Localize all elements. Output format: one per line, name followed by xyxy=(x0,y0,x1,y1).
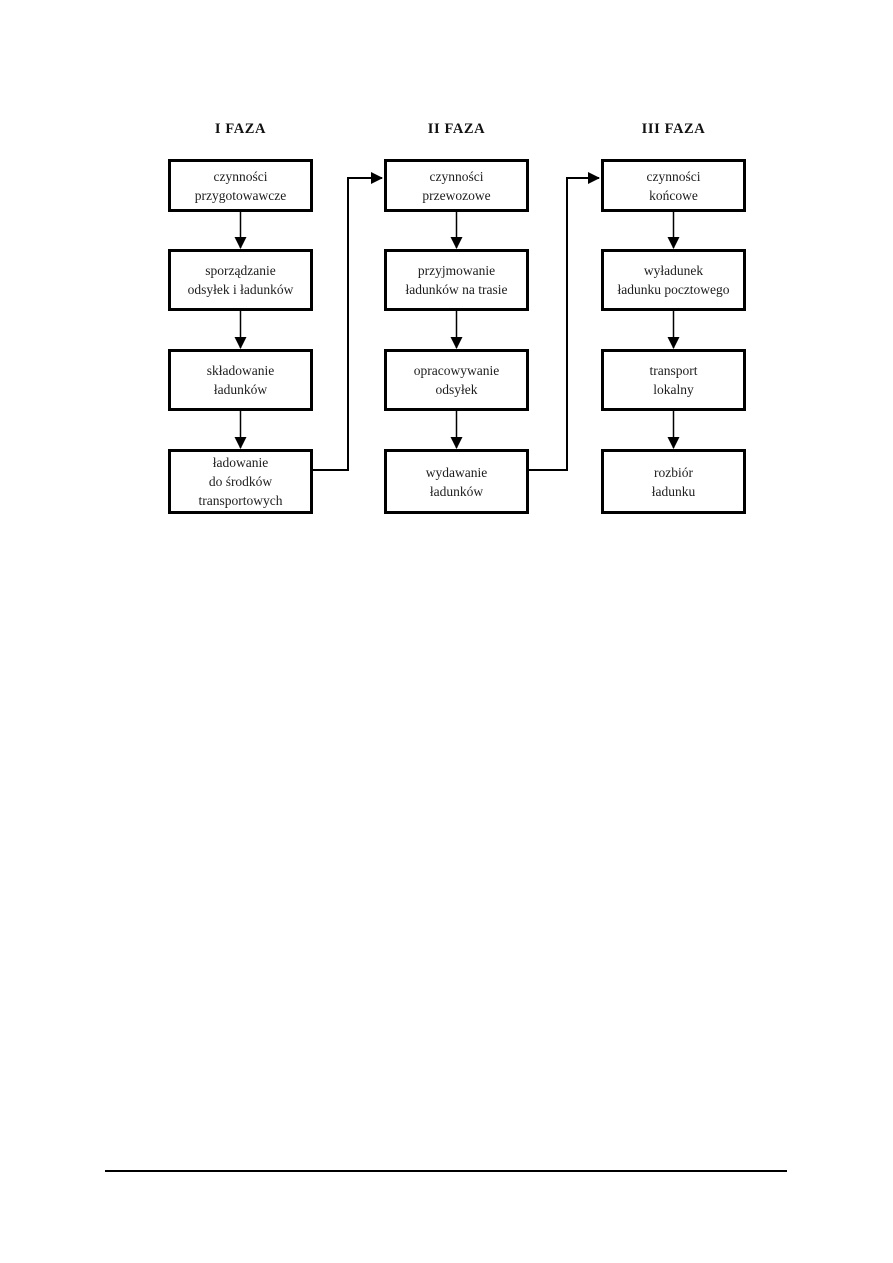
flow-box: przyjmowanie ładunków na trasie xyxy=(384,249,529,311)
flow-box-label-line: lokalny xyxy=(653,382,694,397)
phase-title: I FAZA xyxy=(214,121,267,137)
flow-box: czynności przygotowawcze xyxy=(168,159,313,212)
flow-box-label-line: ładunków xyxy=(213,382,268,397)
flow-box-label-line: przyjmowanie xyxy=(417,263,496,278)
flow-box: czynności końcowe xyxy=(601,159,746,212)
phase-connector-arrow xyxy=(529,172,600,471)
flow-box: sporządzanie odsyłek i ładunków xyxy=(168,249,313,311)
flow-box-label-line: przygotowawcze xyxy=(194,187,287,203)
flow-box-label-line: składowanie xyxy=(206,363,275,378)
phase-title: III FAZA xyxy=(641,121,706,137)
footer-rule xyxy=(105,1170,787,1172)
flow-box: składowanie ładunków xyxy=(168,349,313,411)
flow-box-label-line: transport xyxy=(649,363,698,378)
flow-box-label-line: czynności xyxy=(429,168,484,184)
flow-box: wyładunek ładunku pocztowego xyxy=(601,249,746,311)
flow-box-label-line: odsyłek xyxy=(435,382,478,397)
flow-box-label-line: przewozowe xyxy=(422,187,491,203)
flow-box-label-line: opracowywanie xyxy=(413,363,500,378)
flow-box: rozbiór ładunku xyxy=(601,449,746,514)
flow-box-label-line: wyładunek xyxy=(643,263,704,278)
flow-box: ładowanie do środków transportowych xyxy=(168,449,313,514)
flow-box-label-line: rozbiór xyxy=(654,464,693,480)
flow-box-label-line: sporządzanie xyxy=(205,263,276,278)
flow-box-label-line: ładunku xyxy=(651,483,696,499)
flow-box-label-line: ładowanie xyxy=(212,455,269,470)
flow-box-label-line: czynności xyxy=(213,168,268,184)
flow-box-label-line: czynności xyxy=(646,168,701,184)
phase-connector-arrow xyxy=(313,172,383,471)
flow-box-label-line: wydawanie xyxy=(425,464,488,480)
phase-title: II FAZA xyxy=(427,121,486,137)
flow-box-label-line: transportowych xyxy=(198,493,283,508)
flow-box-label-line: ładunku pocztowego xyxy=(617,282,730,297)
flow-box-label-line: ładunków na trasie xyxy=(405,282,508,297)
flow-box: opracowywanie odsyłek xyxy=(384,349,529,411)
flow-box: wydawanie ładunków xyxy=(384,449,529,514)
flow-box-label-line: ładunków xyxy=(429,483,484,499)
flow-box-label-line: do środków xyxy=(208,474,273,489)
flow-box: transport lokalny xyxy=(601,349,746,411)
flow-box-label-line: odsyłek i ładunków xyxy=(187,282,294,297)
flow-box-label-line: końcowe xyxy=(649,187,698,203)
flow-box: czynności przewozowe xyxy=(384,159,529,212)
